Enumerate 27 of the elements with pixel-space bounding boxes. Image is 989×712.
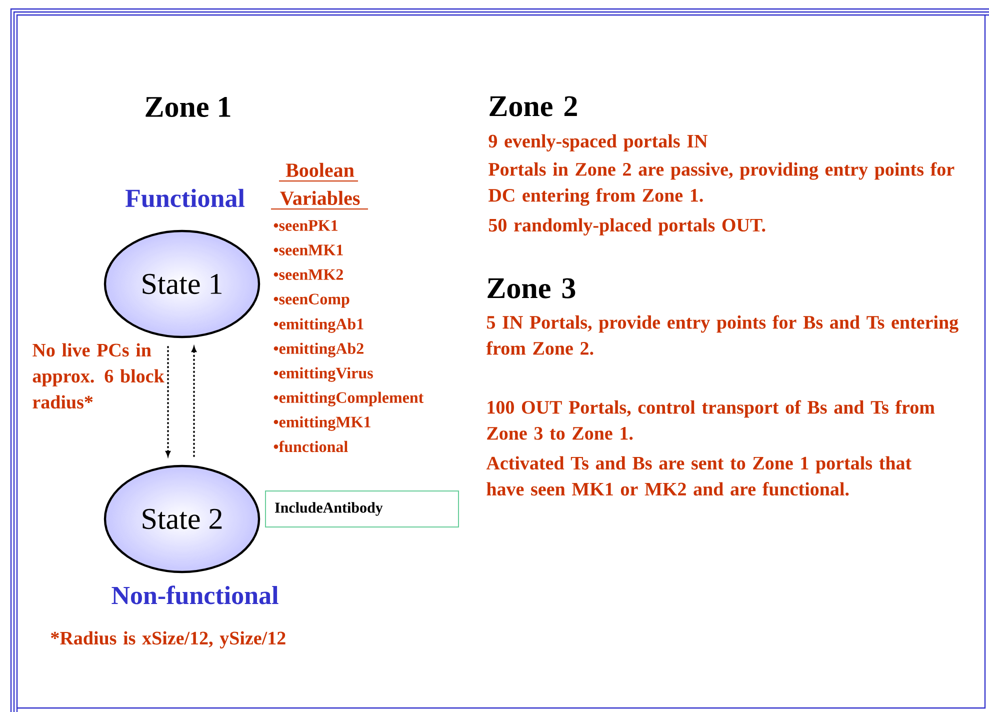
variable-item: •emittingVirus: [274, 367, 373, 382]
description-text: Activated Ts and Bs are sent to Zone 1 portals that have seen MK1 or MK2 and are functional.: [486, 456, 912, 496]
zone-heading: Zone 1: [146, 96, 230, 118]
description-text: 100 OUT Portals, control transport of Bs and Ts from Zone 3 to Zone 1.: [487, 400, 935, 440]
description-text: 5 IN Portals, provide entry points for Bs and Ts entering from Zone 2.: [486, 315, 958, 355]
variable-box: IncludeAntibody: [265, 490, 459, 528]
state-caption: Non-functional: [112, 586, 278, 604]
variable-item: •emittingComplement: [274, 392, 424, 406]
variable-item: •functional: [274, 440, 348, 452]
variable-item: •emittingAb1: [274, 318, 364, 333]
variable-item: •seenMK2: [274, 269, 343, 280]
zone-heading: Zone 2: [490, 96, 577, 116]
state-caption: Functional: [126, 188, 244, 208]
variable-item: •emittingAb2: [274, 342, 364, 358]
description-text: 50 randomly-placed portals OUT.: [488, 218, 766, 236]
variable-item: •emittingMK1: [274, 416, 370, 431]
variable-item: •seenComp: [274, 294, 350, 308]
zone-heading: Zone 3: [488, 278, 576, 298]
description-text: 9 evenly-spaced portals IN: [488, 134, 708, 152]
description-text: Portals in Zone 2 are passive, providing entry points for DC entering from Zone 1.: [488, 162, 954, 206]
transition-note: No live PCs in approx. 6 block radius*: [32, 343, 164, 409]
arrow: [166, 346, 170, 456]
arrow: [192, 346, 196, 457]
variable-item: •seenMK1: [274, 244, 343, 256]
footnote: *Radius is xSize/12, ySize/12: [51, 631, 286, 648]
list-heading: Boolean Variables: [270, 162, 368, 210]
variable-item: •seenPK1: [274, 220, 338, 231]
